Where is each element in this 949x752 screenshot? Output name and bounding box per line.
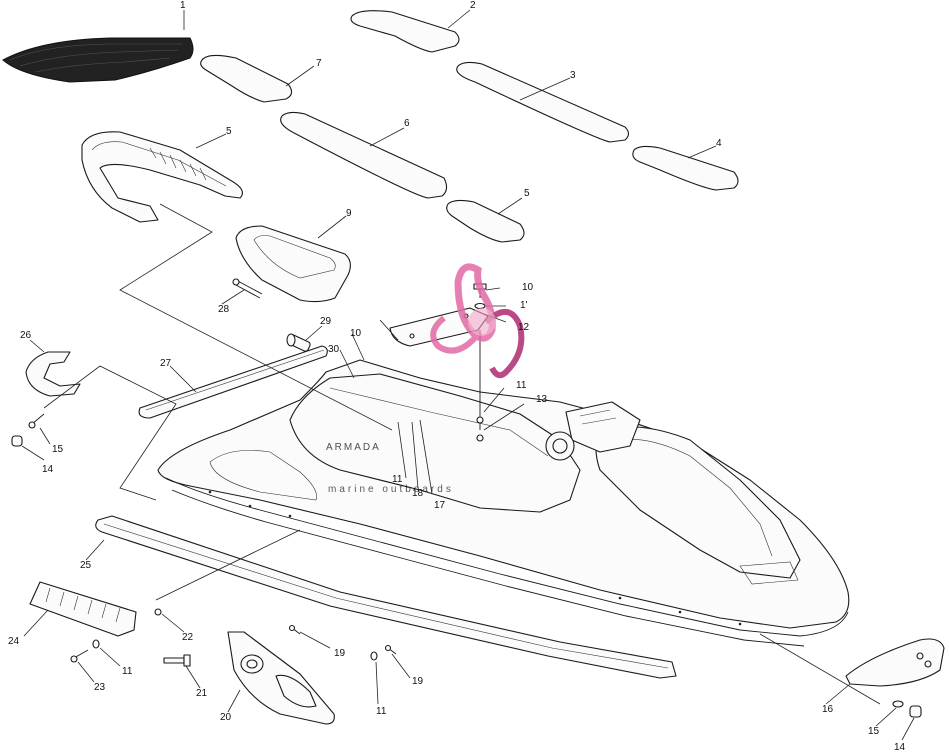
callout-25: 25 [80,560,92,571]
callout-3: 3 [570,70,576,81]
part-mat [2,37,194,83]
callout-11-right: 11 [516,380,527,391]
watermark-title: ARMADA [326,442,381,453]
callout-30: 30 [328,344,340,355]
fastener-22 [154,608,162,616]
fastener-19-a [288,624,301,635]
callout-labels: 1 2 3 4 5 5 6 7 9 10 10 1' 11 11 11 11 1… [8,0,906,752]
part-bow-bumper-16 [845,638,945,687]
part-tray [235,225,351,303]
part-intake-24 [29,581,137,637]
part-pad-2 [350,10,460,53]
callout-23: 23 [94,682,106,693]
callout-11-hull: 11 [392,474,403,485]
part-pad-4 [632,145,739,191]
fastener-15-right [892,700,904,708]
leader-lines [21,9,915,741]
callout-14-right: 14 [894,742,906,752]
watermark-subtitle: marine outboards [328,484,454,495]
fastener-11-top [474,302,486,310]
fastener-15-left [28,413,45,429]
callout-10-mid: 10 [350,328,362,339]
part-vent-panel-20 [227,631,335,725]
callout-11-bc: 11 [376,706,387,717]
callout-13: 13 [536,394,548,405]
callout-28: 28 [218,304,230,315]
callout-5-pad: 5 [524,188,530,199]
fastener-13 [476,330,484,442]
callout-26: 26 [20,330,32,341]
callout-24: 24 [8,636,20,647]
callout-29: 29 [320,316,332,327]
callout-1prime: 1' [520,300,528,311]
watermark: ARMADA marine outboards [326,263,525,495]
part-bolt-21 [163,654,191,667]
part-pad-6 [280,111,448,199]
part-bracket-26 [25,351,81,397]
callout-1: 1 [180,0,186,11]
callout-15-left: 15 [52,444,64,455]
callout-21: 21 [196,688,208,699]
callout-20: 20 [220,712,232,723]
callout-19-b: 19 [412,676,424,687]
part-pad-5 [446,199,525,243]
fastener-14-right [909,705,922,718]
part-pin-28 [232,278,263,299]
callout-4: 4 [716,138,722,149]
part-hull [157,359,850,647]
callout-22: 22 [182,632,194,643]
callout-11-bl: 11 [122,666,133,677]
callout-14-left: 14 [42,464,54,475]
fastener-14-left [11,435,23,447]
callout-2: 2 [470,0,476,11]
part-handle [81,131,243,223]
part-pad-3 [456,61,630,143]
part-pad-7 [200,54,293,103]
callout-16: 16 [822,704,834,715]
callout-19-a: 19 [334,648,346,659]
callout-12: 12 [518,322,530,333]
fastener-19-b [384,644,397,655]
callout-9: 9 [346,208,352,219]
callout-17: 17 [434,500,446,511]
callout-18: 18 [412,488,424,499]
callout-15-right: 15 [868,726,880,737]
watermark-logo [430,263,525,379]
callout-5-handle: 5 [226,126,232,137]
fastener-23 [70,649,89,663]
part-rubrail-25 [95,515,677,679]
callout-7: 7 [316,58,322,69]
fastener-11-bc [370,651,378,661]
part-strip-27 [138,345,328,419]
callout-27: 27 [160,358,172,369]
callout-6: 6 [404,118,410,129]
callout-10-top: 10 [522,282,534,293]
part-fitting-29 [286,333,311,352]
fastener-11-bl [92,639,100,649]
